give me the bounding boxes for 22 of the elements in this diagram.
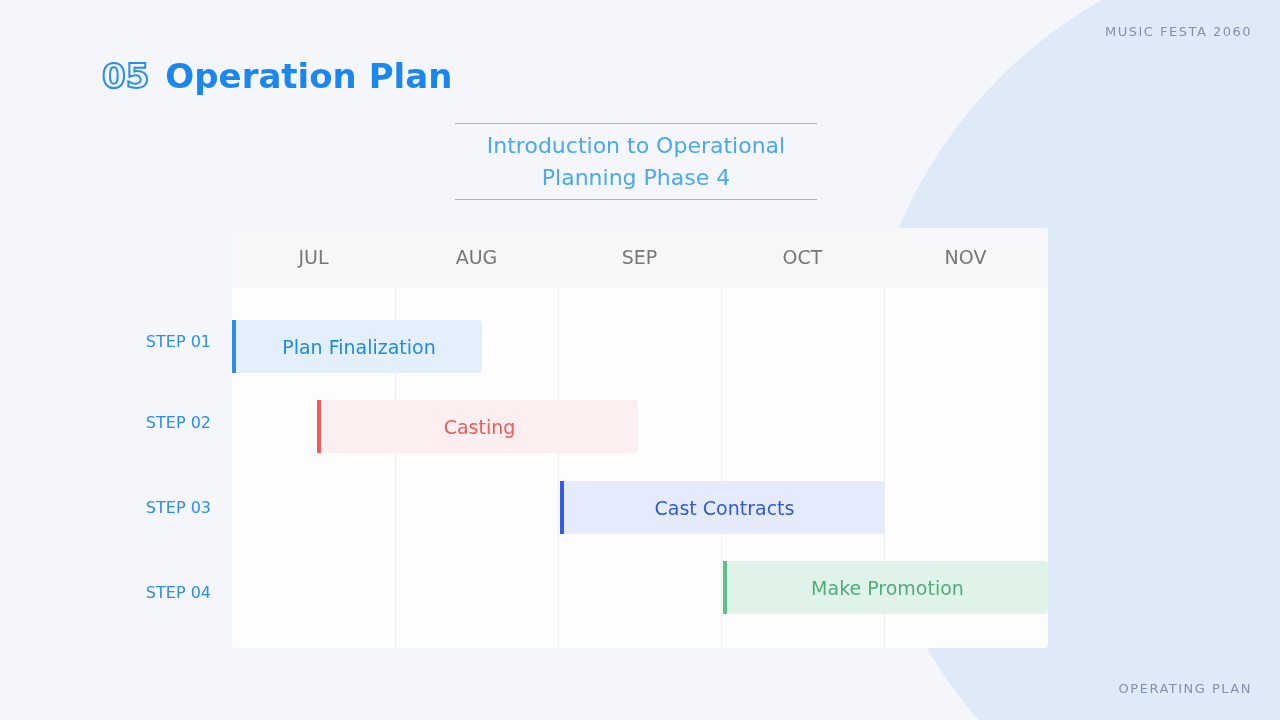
- month-label: AUG: [454, 246, 499, 268]
- event-name: MUSIC FESTA 2060: [1105, 24, 1252, 39]
- section-number: 05: [102, 56, 150, 96]
- step-label: STEP 02: [145, 413, 211, 432]
- footer-label: OPERATING PLAN: [1118, 681, 1252, 696]
- step-label: STEP 03: [145, 498, 211, 517]
- title: Operation Plan: [165, 56, 453, 96]
- month-label: SEP: [620, 246, 659, 268]
- task-bar: [232, 320, 482, 373]
- task-bar: [723, 561, 1048, 614]
- task-label: Plan Finalization: [282, 335, 436, 358]
- month-label: OCT: [781, 246, 824, 268]
- step-label: STEP 04: [145, 583, 211, 602]
- subtitle: Introduction to Operational Planning Phase 4: [455, 123, 817, 200]
- task-label: Make Promotion: [811, 576, 964, 599]
- task-bar: [317, 400, 638, 453]
- month-label: NOV: [943, 246, 988, 268]
- month-label: JUL: [296, 246, 330, 268]
- task-bar: [560, 481, 885, 534]
- task-label: Cast Contracts: [654, 496, 795, 519]
- task-label: Casting: [443, 415, 516, 438]
- step-label: STEP 01: [145, 332, 211, 351]
